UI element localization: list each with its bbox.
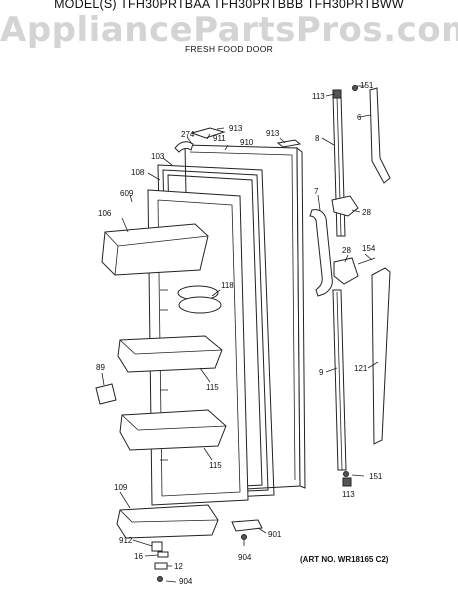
label-910: 910 [240,138,254,147]
bracket-28-upper [331,195,359,217]
label-115-b: 115 [209,461,222,470]
label-12: 12 [174,562,183,571]
label-151-top: 151 [360,81,374,90]
label-118: 118 [221,281,234,290]
dairy-compartment [101,223,209,276]
label-103: 103 [151,152,165,161]
label-28-b: 28 [342,246,351,255]
label-115-a: 115 [206,383,219,392]
callout-labels: 113 151 913 274 911 910 913 8 6 103 108 … [96,81,383,586]
site-watermark: AppliancePartsPros.com [0,10,458,50]
label-121: 121 [354,364,368,373]
screws [332,85,376,487]
label-113-top: 113 [312,92,325,101]
section-title: FRESH FOOD DOOR [184,44,274,54]
label-904-a: 904 [238,553,252,562]
label-154: 154 [362,244,376,253]
label-911: 911 [213,134,226,143]
door-handle [309,209,333,297]
label-8: 8 [315,134,320,143]
label-912: 912 [119,536,133,545]
bottom-bin [116,504,219,539]
label-16: 16 [134,552,143,561]
label-9: 9 [319,368,324,377]
label-274: 274 [181,130,195,139]
label-28-a: 28 [362,208,371,217]
art-number: (ART NO. WR18165 C2) [300,555,389,564]
lower-door-bin [119,409,227,451]
label-913-b: 913 [266,129,280,138]
trim-strip-6 [369,87,391,184]
label-108: 108 [131,168,145,177]
label-901: 901 [268,530,282,539]
handle-strip-lower [332,289,347,471]
label-151-bot: 151 [369,472,383,481]
small-hardware [151,534,247,582]
leader-lines [101,85,379,583]
label-7: 7 [314,187,319,196]
label-609: 609 [120,189,134,198]
model-numbers: MODEL(S) TFH30PRTBAA TFH30PRTBBB TFH30PR… [54,0,404,11]
cover-part-901 [231,519,263,532]
trim-strip-121 [371,267,391,445]
label-109: 109 [114,483,128,492]
bracket-28-lower [333,257,359,285]
egg-tray [177,285,222,314]
label-6: 6 [357,113,362,122]
label-913-a: 913 [229,124,243,133]
label-904-b: 904 [179,577,193,586]
label-89: 89 [96,363,105,372]
upper-door-bin [117,335,223,373]
small-bin [95,383,117,405]
label-113-bot: 113 [342,490,355,499]
top-hinge-parts [174,127,302,153]
label-106: 106 [98,209,112,218]
